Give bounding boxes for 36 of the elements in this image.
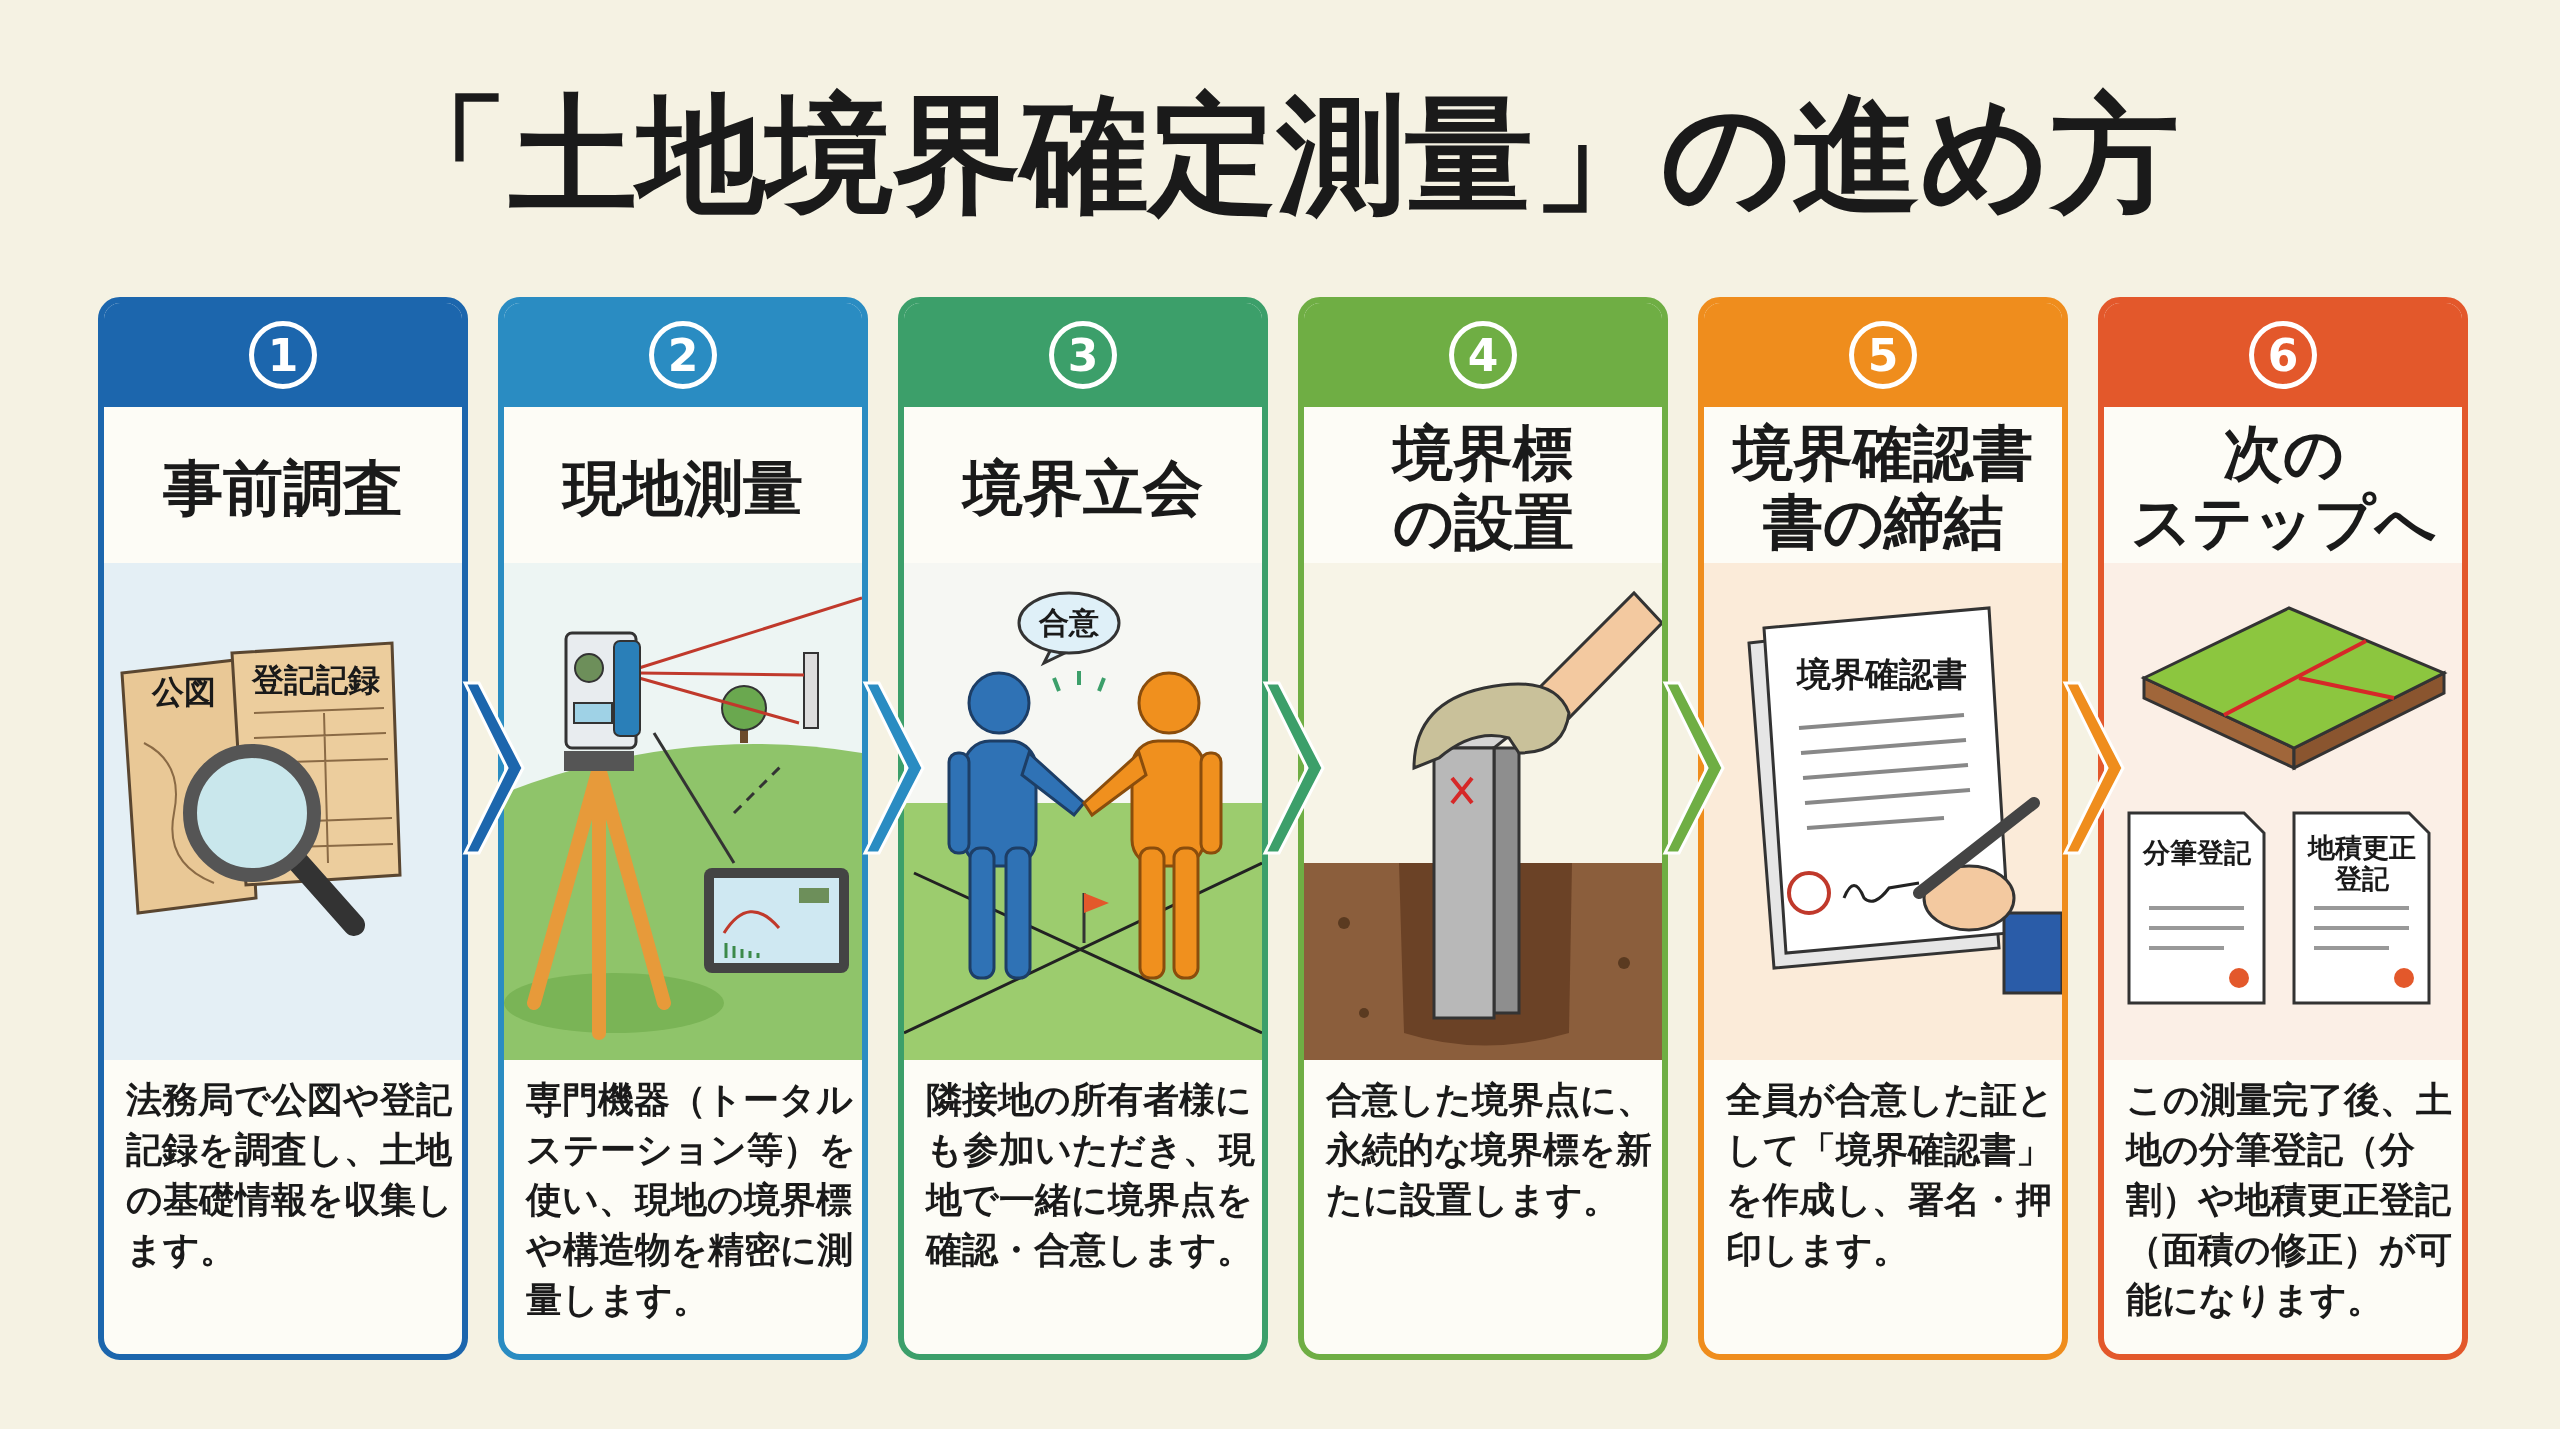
step-card: [498, 297, 868, 1360]
illustration-label: 分筆登記: [2143, 836, 2251, 870]
step-card: [1698, 297, 2068, 1360]
step-title: 境界標の設置: [1392, 419, 1574, 557]
step-title: 事前調査: [163, 453, 403, 523]
step-description: この測量完了後、土地の分筆登記（分割）や地積更正登記（面積の修正）が可能になります。: [2126, 1078, 2453, 1322]
page-title: 「土地境界確定測量」の進め方: [380, 79, 2180, 231]
step-card: [1298, 297, 1668, 1360]
step-description: 専門機器（トータルステーション等）を使い、現地の境界標や構造物を精密に測量します。: [526, 1078, 857, 1322]
step-number: 6: [2249, 321, 2317, 389]
step-description: 法務局で公図や登記記録を調査し、土地の基礎情報を収集します。: [126, 1078, 454, 1272]
step-title: 境界立会: [963, 453, 1203, 523]
step-number: 3: [1049, 321, 1117, 389]
illustration-label: 地積更正登記: [2306, 831, 2417, 895]
step-description: 全員が合意した証として「境界確認書」を作成し、署名・押印します。: [1726, 1078, 2055, 1272]
step-card: [898, 297, 1268, 1360]
chevron-arrow: [2062, 681, 2125, 855]
step-number: 1: [249, 321, 317, 389]
step-description: 合意した境界点に、永続的な境界標を新たに設置します。: [1326, 1078, 1654, 1222]
chevron-arrow: [862, 681, 925, 855]
step-title: 境界確認書書の締結: [1733, 419, 2033, 557]
chevron-arrow: [1662, 681, 1725, 855]
step-title: 次のステップへ: [2130, 419, 2436, 557]
chevron-arrow: [1262, 681, 1325, 855]
step-card: [98, 297, 468, 1360]
illustration-label: 公図: [152, 672, 216, 713]
step-number: 5: [1849, 321, 1917, 389]
step-title: 現地測量: [563, 453, 803, 523]
illustration-label: 合意: [1039, 603, 1099, 642]
step-card: [2098, 297, 2468, 1360]
step-number: 4: [1449, 321, 1517, 389]
step-description: 隣接地の所有者様にも参加いただき、現地で一緒に境界点を確認・合意します。: [926, 1078, 1256, 1272]
illustration-label: 登記記録: [252, 660, 380, 701]
step-number: 2: [649, 321, 717, 389]
illustration-label: 境界確認書: [1797, 653, 1967, 696]
chevron-arrow: [462, 681, 525, 855]
